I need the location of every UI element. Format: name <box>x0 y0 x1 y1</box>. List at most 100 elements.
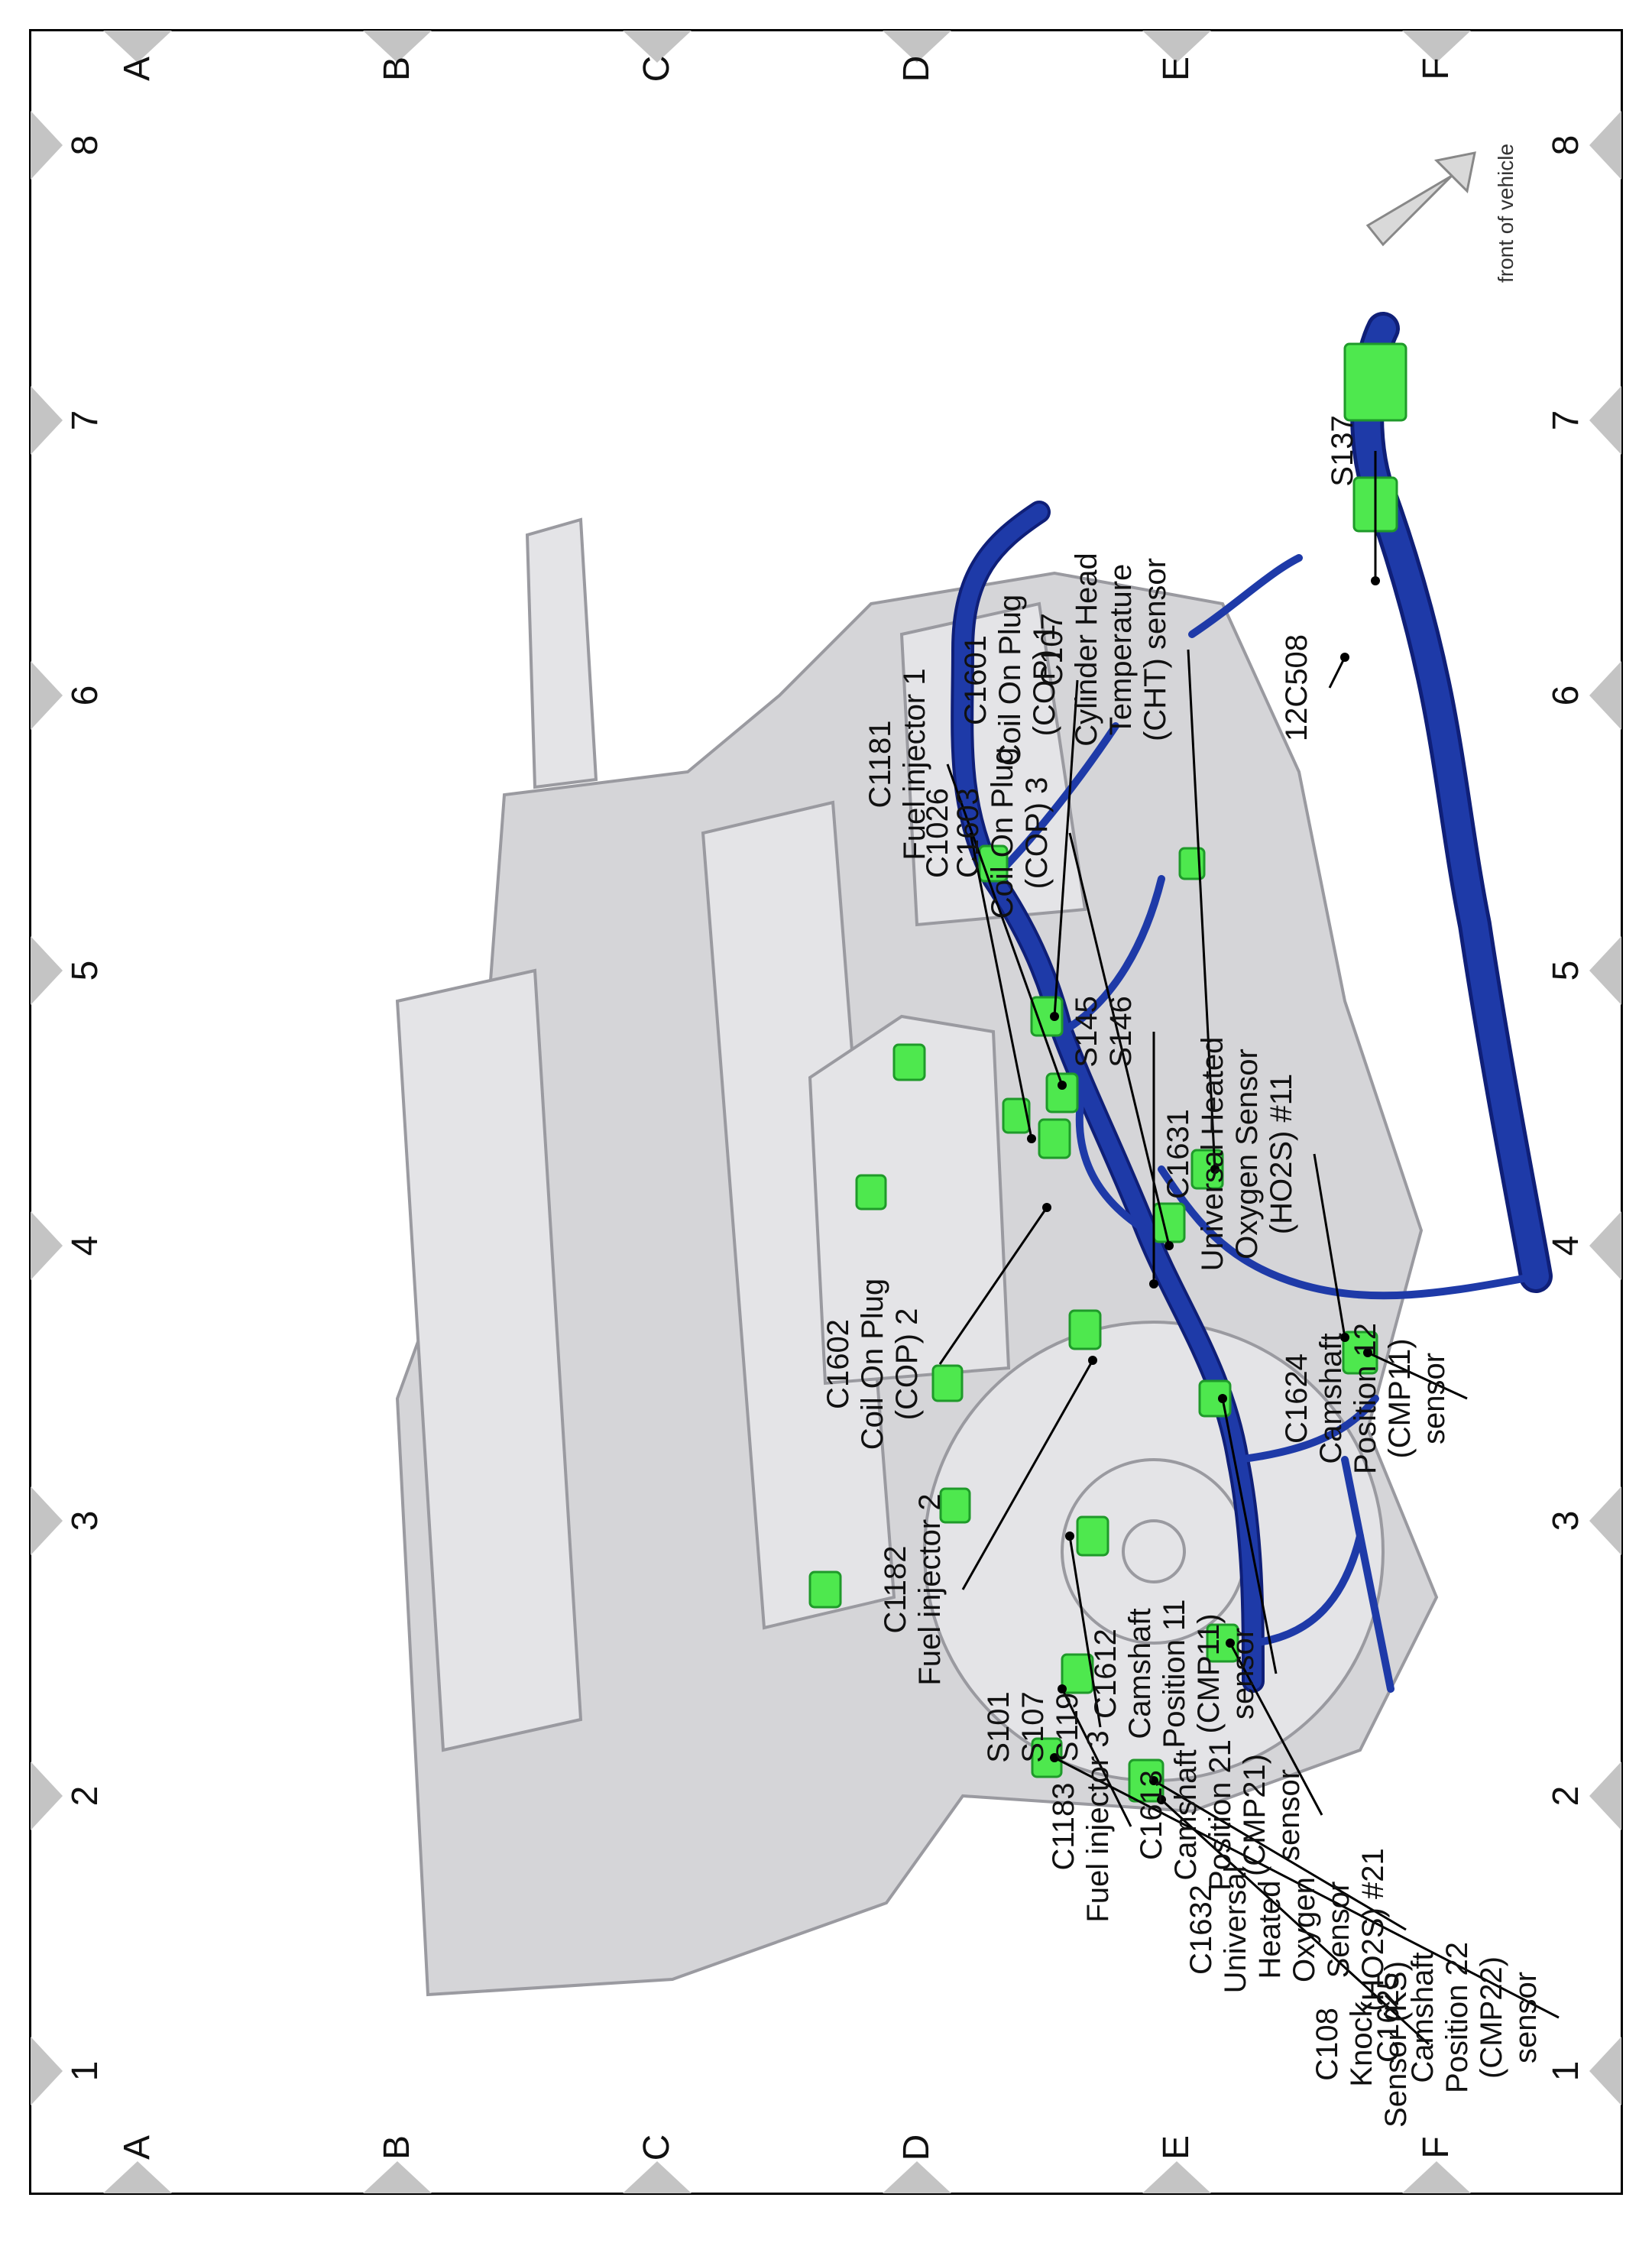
leader-c108 <box>1160 1798 1430 2046</box>
connector-c-rear <box>939 1487 971 1524</box>
harness-branch-6 <box>1075 1074 1150 1234</box>
grid-letter-left: C <box>637 2134 677 2161</box>
label-line: (CMP11) <box>1383 1338 1417 1459</box>
grid-marker-bottom-7 <box>1589 386 1621 455</box>
leader-c1183 <box>1061 1688 1132 1827</box>
label-line: sensor <box>1272 1768 1306 1862</box>
leader-tip-c108 <box>1157 1795 1166 1804</box>
label-line: sensor <box>1509 1971 1543 2064</box>
label-line: Coil On Plug <box>993 594 1027 767</box>
label-line: (CHT) sensor <box>1139 557 1172 742</box>
leader-tip-c1602 <box>1042 1203 1051 1212</box>
connector-c1612 <box>1198 1379 1232 1418</box>
leader-tip-c1613 <box>1226 1638 1235 1648</box>
connector-c1632 <box>1128 1758 1164 1803</box>
harness-branch-2 <box>1234 1395 1379 1463</box>
grid-number-top: 4 <box>65 1235 105 1256</box>
leader-tip-c1026 <box>1027 1134 1036 1143</box>
connector-c-front-2 <box>855 1174 887 1211</box>
harness-branch-5 <box>990 722 1119 883</box>
grid-marker-right-2 <box>363 31 432 63</box>
grid-marker-right-3 <box>623 31 692 63</box>
leader-c1632 <box>1153 1779 1407 1931</box>
grid-number-bottom: 7 <box>1546 410 1586 431</box>
label-line: C107 <box>1035 613 1069 686</box>
front-cover <box>899 601 1087 927</box>
exhaust-manifold <box>808 1014 1011 1386</box>
label-line: S101 <box>982 1691 1015 1763</box>
label-line: Coil On Plug <box>856 1278 889 1450</box>
connector-c-s137b <box>1343 342 1407 422</box>
grid-number-top: 3 <box>65 1510 105 1532</box>
grid-number-bottom: 3 <box>1546 1510 1586 1532</box>
leader-tip-c12c508 <box>1340 653 1349 662</box>
harness-branch-1 <box>1158 1165 1540 1300</box>
leader-c1625 <box>1054 1756 1560 2019</box>
grid-number-top: 8 <box>65 135 105 156</box>
grid-number-bottom: 8 <box>1546 135 1586 156</box>
grid-letter-right: C <box>637 55 677 83</box>
grid-marker-top-5 <box>31 936 63 1005</box>
connector-c1625 <box>1031 1737 1063 1778</box>
label-line: Universal Heated <box>1196 1036 1229 1272</box>
grid-marker-right-1 <box>103 31 172 63</box>
label-line: Oxygen Sensor <box>1230 1049 1264 1259</box>
grid-letter-right: F <box>1416 57 1456 80</box>
grid-marker-left-5 <box>1142 2161 1211 2193</box>
leader-tip-c107 <box>1210 1165 1220 1174</box>
leader-c1613 <box>1229 1642 1323 1816</box>
leader-tip-s145 <box>1149 1279 1158 1288</box>
label-line: sensor <box>1417 1352 1451 1445</box>
label-line: C1631 <box>1161 1109 1195 1199</box>
grid-marker-right-6 <box>1402 31 1471 63</box>
grid-marker-top-8 <box>31 111 63 180</box>
grid-marker-top-7 <box>31 386 63 455</box>
label-line: Fuel injector 3 <box>1081 1730 1115 1923</box>
label-line: C1181 <box>863 720 897 809</box>
connector-c1182 <box>1068 1309 1102 1350</box>
grid-marker-bottom-5 <box>1589 936 1621 1005</box>
grid-number-bottom: 4 <box>1546 1235 1586 1256</box>
label-line: Sensor <box>1322 1881 1356 1979</box>
leader-c1026 <box>969 832 1033 1139</box>
leader-tip-c1632 <box>1149 1776 1158 1785</box>
leader-c1181 <box>946 763 1064 1086</box>
leader-c1182 <box>961 1360 1094 1590</box>
leader-c1612 <box>1221 1398 1278 1674</box>
leader-tip-c1181 <box>1058 1081 1067 1090</box>
label-line: Camshaft <box>1406 1952 1440 2083</box>
leader-lines <box>938 451 1560 2046</box>
leader-c12c508 <box>1328 656 1346 689</box>
connectors <box>808 342 1407 1803</box>
valve-cover-bank-2 <box>395 968 583 1752</box>
label-line: (COP) 2 <box>890 1308 924 1421</box>
harness-branch-7 <box>1341 1456 1394 1693</box>
grid-letter-right: D <box>896 55 937 83</box>
connector-c-rear-2 <box>931 1364 964 1402</box>
leader-s101 <box>1068 1535 1102 1728</box>
harness-trunk <box>1354 316 1549 1289</box>
leader-tip-c1182 <box>1088 1356 1097 1365</box>
label-line: (HO2S) #21 <box>1356 1848 1390 2011</box>
harness-branch-8 <box>1188 554 1303 638</box>
harness-branch-4 <box>1058 875 1165 1036</box>
label-line: S145 <box>1070 996 1103 1068</box>
wiring-harness <box>951 312 1553 1693</box>
label-line: S119 <box>1051 1692 1084 1762</box>
grid-marker-bottom-8 <box>1589 111 1621 180</box>
label-line: (HO2S) #11 <box>1265 1073 1298 1235</box>
label-line: S107 <box>1016 1691 1050 1763</box>
grid-marker-top-2 <box>31 1762 63 1830</box>
flywheel-center <box>1122 1519 1186 1583</box>
front-of-vehicle-arrow-icon <box>1365 151 1476 247</box>
grid-marker-bottom-4 <box>1589 1211 1621 1280</box>
grid-letter-right: A <box>117 57 157 82</box>
grid-letter-left: E <box>1156 2135 1197 2160</box>
grid-marker-left-1 <box>103 2161 172 2193</box>
